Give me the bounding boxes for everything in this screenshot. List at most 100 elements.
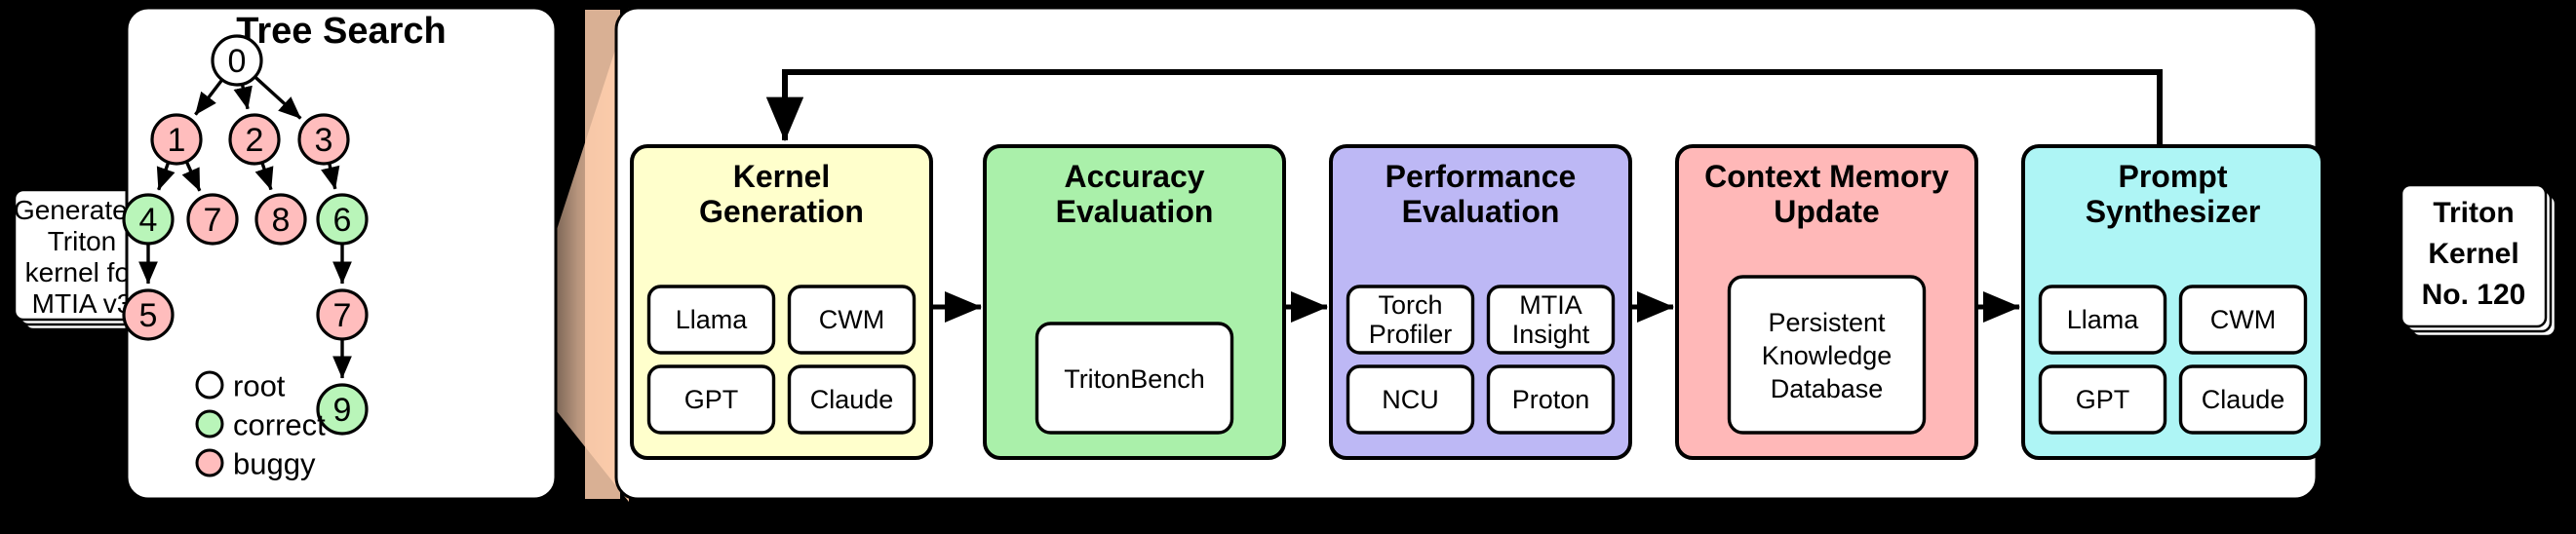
stage-chip-claude[interactable] [787,364,917,435]
tree-node-2-buggy[interactable]: 2 [228,113,281,166]
legend-item-buggy: buggy [195,447,316,481]
tree-node-label: 3 [315,122,333,159]
tree-node-circle [122,193,175,246]
tree-node-7-buggy[interactable]: 7 [186,193,239,246]
stage-chip-label: TritonBench [1064,364,1205,394]
tree-node-label: 5 [139,297,158,334]
tree-node-label: 8 [272,202,291,239]
legend-swatch-buggy [195,448,224,477]
stage-chip-label: Profiler [1369,320,1453,349]
tree-node-circle [254,193,307,246]
feedback-loop-path [765,69,2163,146]
tree-edge-n0-n1 [194,78,224,116]
tree-node-label: 1 [168,122,186,159]
tree-node-3-buggy[interactable]: 3 [297,113,350,166]
output-kernel-card: Triton Kernel No. 120 [2400,183,2557,338]
legend-label: correct [233,408,326,442]
tree-node-8-buggy[interactable]: 8 [254,193,307,246]
tree-node-circle [297,113,350,166]
stage-chip-label: CWM [2210,305,2276,334]
stage-chip-label: Llama [676,305,749,334]
tree-node-0-root[interactable]: 0 [211,34,263,87]
stage-title-line: Generation [699,194,864,229]
stage-chip-label: MTIA [1519,290,1582,320]
stage-title-line: Accuracy [1064,159,1204,194]
tree-node-circle [316,288,369,341]
tree-node-7-buggy[interactable]: 7 [316,288,369,341]
tree-node-label: 2 [246,122,264,159]
stage-title-line: Evaluation [1056,194,1214,229]
input-card-line-2: kernel for [25,257,139,287]
stage-title-line: Context Memory [1704,159,1949,194]
input-card-line-1: Triton [48,226,117,256]
tree-node-circle [122,288,175,341]
stage-context-memory-update[interactable]: Context MemoryUpdatePersistentKnowledgeD… [1675,144,1978,460]
stage-chip-label: NCU [1382,385,1439,414]
legend-label: buggy [233,447,316,481]
stage-chip-cwm[interactable] [787,285,917,355]
stage-chip-label: Torch [1378,290,1442,320]
legend-swatch-root [195,370,224,400]
stage-chip-label: Claude [810,385,894,414]
stage-title-line: Evaluation [1402,194,1560,229]
stage-chip-persistent-knowledge-database[interactable] [1727,275,1927,435]
tree-edge-n0-n2 [233,84,253,110]
tree-edge-n3-n6 [321,162,340,190]
tree-node-circle [186,193,239,246]
stage-title-line: Synthesizer [2086,194,2261,229]
stage-chip-tritonbench[interactable] [1034,322,1234,435]
tree-node-label: 7 [204,202,222,239]
tree-edge-n1-n7a [181,161,202,192]
stage-chip-mtia-insight[interactable] [1486,285,1616,355]
tree-node-9-correct[interactable]: 9 [316,383,369,436]
stage-chip-llama[interactable] [2038,285,2167,355]
stage-chip-gpt[interactable] [2038,364,2167,435]
stage-chip-proton[interactable] [1486,364,1616,435]
stage-chip-label: GPT [684,385,739,414]
legend-item-root: root [195,369,286,403]
stage-chip-label: CWM [819,305,884,334]
tree-node-label: 0 [228,43,247,80]
tree-node-label: 9 [333,392,352,429]
output-card-line-0: Triton [2433,197,2514,229]
stage-title-line: Prompt [2119,159,2228,194]
output-card-front [2400,183,2548,328]
lens-edge [585,10,620,499]
stage-chip-label: Claude [2202,385,2285,414]
stage-chip-label: GPT [2076,385,2130,414]
legend-label: root [233,369,286,403]
tree-node-1-buggy[interactable]: 1 [150,113,203,166]
tree-node-circle [316,383,369,436]
stage-chip-torch-profiler[interactable] [1346,285,1475,355]
stage-chip-cwm[interactable] [2178,285,2308,355]
stage-performance-evaluation[interactable]: PerformanceEvaluationTorchProfilerMTIAIn… [1329,144,1632,460]
tree-legend: root correct buggy [195,369,326,481]
stage-chip-llama[interactable] [646,285,776,355]
stage-chip-label: Database [1771,374,1884,403]
legend-item-correct: correct [195,408,326,442]
output-card-line-1: Kernel [2428,238,2518,270]
tree-node-label: 6 [333,202,352,239]
tree-edge-group [138,75,352,379]
stage-chip-gpt[interactable] [646,364,776,435]
legend-swatch-correct [195,409,224,439]
stage-chip-label: Persistent [1768,308,1886,337]
output-card-line-2: No. 120 [2422,279,2526,311]
tree-node-4-correct[interactable]: 4 [122,193,175,246]
tree-node-circle [228,113,281,166]
stage-chip-claude[interactable] [2178,364,2308,435]
tree-node-circle [150,113,203,166]
tree-edge-n1-n4 [156,162,176,191]
tree-node-6-correct[interactable]: 6 [316,193,369,246]
stage-chip-ncu[interactable] [1346,364,1475,435]
tree-node-5-buggy[interactable]: 5 [122,288,175,341]
